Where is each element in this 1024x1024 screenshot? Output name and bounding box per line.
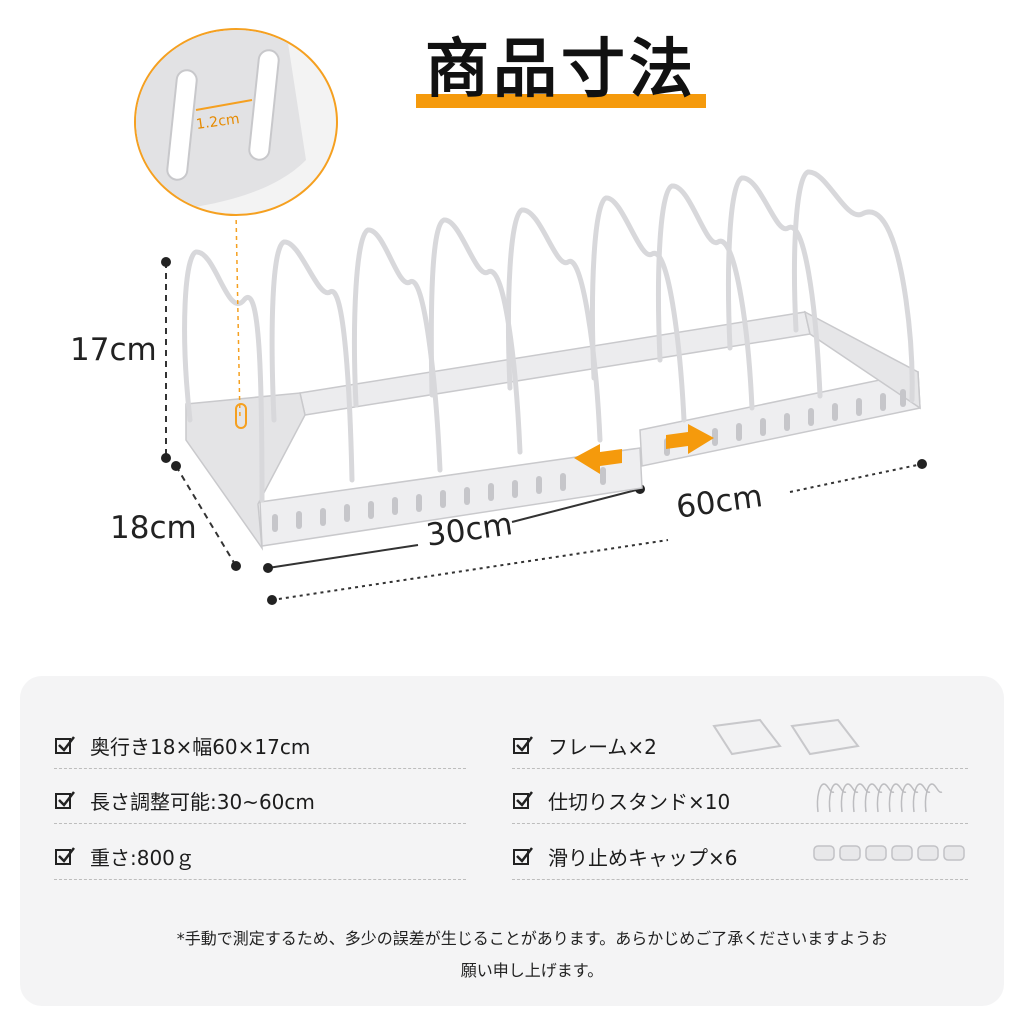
- spec-text: 滑り止めキャップ×6: [548, 845, 738, 870]
- row-separator: [54, 768, 466, 769]
- checkbox-icon: [55, 791, 75, 809]
- row-separator: [512, 879, 968, 880]
- spec-text: 長さ調整可能:30~60cm: [90, 789, 315, 814]
- spec-item: 重さ:800ｇ: [54, 839, 195, 873]
- right-side-rail: [803, 310, 921, 410]
- width-max-line-left: [271, 539, 669, 601]
- divider-stand-thumbnail: [816, 783, 943, 813]
- width-min-line-right: [511, 488, 641, 523]
- checkbox-icon: [513, 791, 533, 809]
- depth-label: 18cm: [110, 510, 197, 546]
- front-rail-left: [259, 447, 643, 547]
- checkbox-icon: [55, 736, 75, 754]
- spec-text: 仕切りスタンド×10: [548, 789, 731, 814]
- spec-text: フレーム×2: [548, 734, 657, 759]
- spec-item: 滑り止めキャップ×6: [512, 839, 737, 873]
- extend-arrows: [574, 424, 714, 474]
- measurement-note-line2: 願い申し上げます。: [460, 961, 604, 980]
- divider-wires: [182, 169, 915, 503]
- row-separator: [54, 879, 466, 880]
- spec-item: フレーム×2: [512, 728, 657, 762]
- title-block: 商品寸法: [416, 28, 706, 110]
- left-side-rail: [185, 392, 306, 551]
- spec-panel: 奥行き18×幅60×17cm 長さ調整可能:30~60cm 重さ:800ｇ フレ…: [20, 676, 1004, 1006]
- spec-item: 奥行き18×幅60×17cm: [54, 728, 310, 762]
- anti-slip-cap-thumbnail: [813, 845, 965, 861]
- page-title: 商品寸法: [425, 33, 697, 107]
- width-max-line-right: [789, 463, 923, 493]
- title-underline: [416, 94, 706, 108]
- slot-zoom-detail: 1.2cm: [134, 28, 338, 216]
- spec-item: 長さ調整可能:30~60cm: [54, 783, 315, 817]
- checkbox-icon: [55, 847, 75, 865]
- depth-dimension-line: [175, 465, 237, 567]
- pot-lid-rack-illustration: [161, 169, 927, 605]
- checkbox-icon: [513, 847, 533, 865]
- checkbox-icon: [513, 736, 533, 754]
- back-rail: [299, 311, 811, 416]
- spec-text: 奥行き18×幅60×17cm: [90, 734, 311, 759]
- measurement-note-line1: *手動で測定するため、多少の誤差が生じることがあります。あらかじめご了承ください…: [176, 929, 888, 948]
- row-separator: [512, 823, 968, 824]
- row-separator: [512, 768, 968, 769]
- width-min-line-left: [267, 544, 419, 569]
- height-label: 17cm: [70, 332, 157, 368]
- spec-text: 重さ:800ｇ: [90, 845, 195, 870]
- frame-thumbnail: [712, 718, 860, 756]
- row-separator: [54, 823, 466, 824]
- spec-item: 仕切りスタンド×10: [512, 783, 730, 817]
